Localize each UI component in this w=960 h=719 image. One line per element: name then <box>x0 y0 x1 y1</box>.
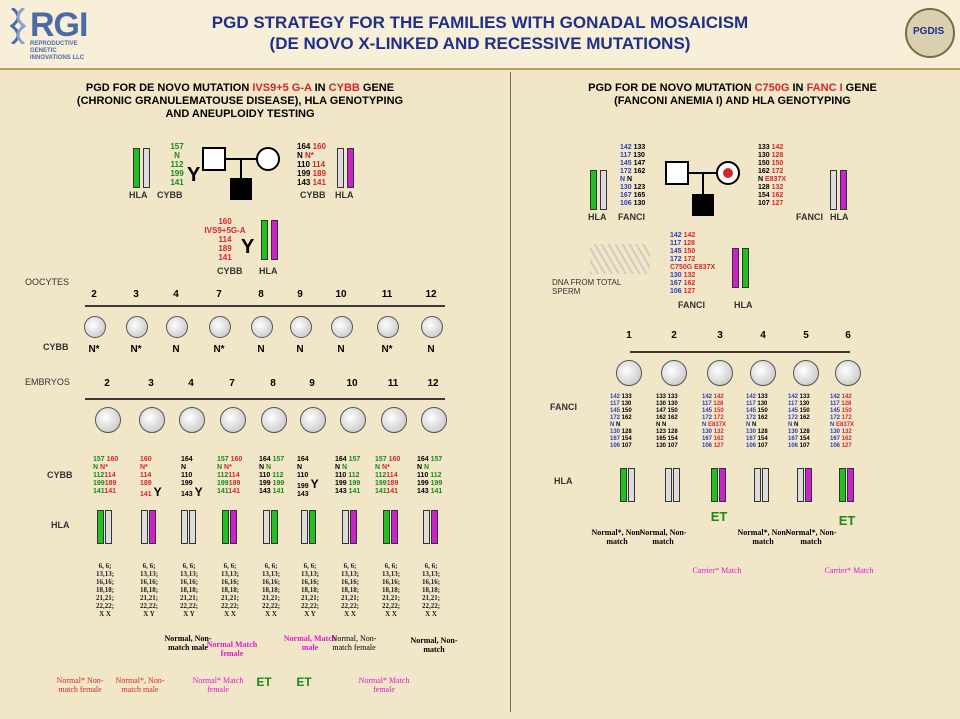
oocyte <box>421 316 443 338</box>
mother-hla-bar <box>337 148 344 188</box>
embryo <box>616 360 642 386</box>
embryo <box>793 360 819 386</box>
father-cybb-label: CYBB <box>157 190 183 200</box>
son-hla-bar-2 <box>271 220 278 260</box>
embryo <box>179 407 205 433</box>
oocyte <box>290 316 312 338</box>
embryo <box>139 407 165 433</box>
mother-hla-label: HLA <box>335 190 354 200</box>
mother-cybb-label: CYBB <box>300 190 326 200</box>
embryo-fanci-label: FANCI <box>550 402 577 412</box>
embryo <box>261 407 287 433</box>
son-cybb-label: CYBB <box>217 266 243 276</box>
father-hla-label: HLA <box>588 212 607 222</box>
fanci-pedigree-lines <box>630 161 850 353</box>
oocyte <box>377 316 399 338</box>
embryo-cybb-label: CYBB <box>47 470 73 480</box>
oocyte <box>84 316 106 338</box>
father-fanci-label: FANCI <box>618 212 645 222</box>
embryo-hla-label: HLA <box>554 476 573 486</box>
sperm-icon <box>590 244 650 274</box>
oocyte <box>126 316 148 338</box>
embryo-hla-label: HLA <box>51 520 70 530</box>
son-hla-label: HLA <box>259 266 278 276</box>
page-title: PGD STRATEGY FOR THE FAMILIES WITH GONAD… <box>211 13 749 53</box>
oocyte <box>331 316 353 338</box>
dna-helix-icon <box>10 8 26 44</box>
embryo <box>421 407 447 433</box>
oocyte <box>209 316 231 338</box>
oocytes-label: OOCYTES <box>25 277 70 287</box>
mother-hla-bar-2 <box>347 148 354 188</box>
embryo <box>750 360 776 386</box>
fanci-panel-title: PGD FOR DE NOVO MUTATION C750G IN FANC I… <box>588 82 877 107</box>
embryo <box>95 407 121 433</box>
embryos-label: EMBRYOS <box>25 377 70 387</box>
fanci-panel: PGD FOR DE NOVO MUTATION C750G IN FANC I… <box>510 72 955 712</box>
father-hla-bar <box>133 148 140 188</box>
oocyte-cybb-label: CYBB <box>43 342 69 352</box>
cybb-panel: PGD FOR DE NOVO MUTATION IVS9+5 G-A IN C… <box>5 72 475 712</box>
embryo <box>220 407 246 433</box>
cybb-pedigree-lines <box>85 147 445 400</box>
father-hla-bar-2 <box>143 148 150 188</box>
son-hla-bar <box>261 220 268 260</box>
cybb-panel-title: PGD FOR DE NOVO MUTATION IVS9+5 G-A IN C… <box>76 82 404 120</box>
embryo <box>300 407 326 433</box>
oocyte <box>251 316 273 338</box>
mother-hla-label: HLA <box>830 212 849 222</box>
oocyte <box>166 316 188 338</box>
embryo <box>381 407 407 433</box>
embryo <box>661 360 687 386</box>
mother-fanci-label: FANCI <box>796 212 823 222</box>
pgdis-seal: PGDIS <box>905 8 955 58</box>
embryo <box>835 360 861 386</box>
father-hla-label: HLA <box>129 190 148 200</box>
embryo <box>340 407 366 433</box>
sperm-label: DNA FROM TOTAL SPERM <box>552 278 622 296</box>
panel-divider <box>510 72 511 712</box>
embryo <box>707 360 733 386</box>
